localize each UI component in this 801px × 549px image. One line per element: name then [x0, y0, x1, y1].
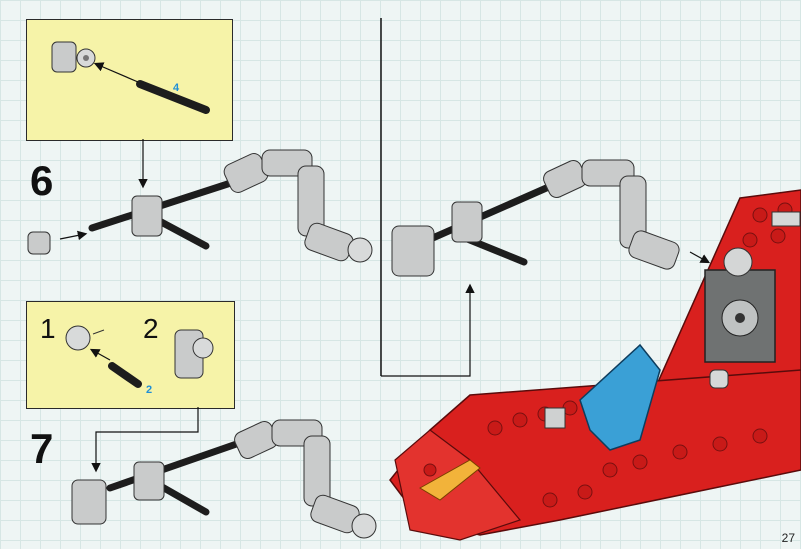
step7-quantity-label: 2: [146, 384, 153, 396]
red-vehicle-model: [389, 189, 801, 541]
step7-connector-arrow: [91, 407, 199, 473]
page-number: 27: [781, 531, 795, 545]
step-number-7: 7: [30, 425, 54, 472]
step7-substep-1: 1: [40, 313, 56, 344]
to-model-arrow: [381, 283, 475, 377]
step7-substep-2: 2: [143, 313, 159, 344]
step7-callout-parts: [65, 325, 214, 388]
step6-quantity-label: 4: [173, 82, 180, 94]
step6-assembly: [27, 149, 373, 263]
step-number-6: 6: [30, 157, 54, 204]
step6-callout-panel: [26, 19, 233, 141]
right-arm-assembly: [391, 159, 711, 277]
step6-callout-parts: [51, 41, 210, 114]
step7-assembly: [71, 419, 377, 539]
